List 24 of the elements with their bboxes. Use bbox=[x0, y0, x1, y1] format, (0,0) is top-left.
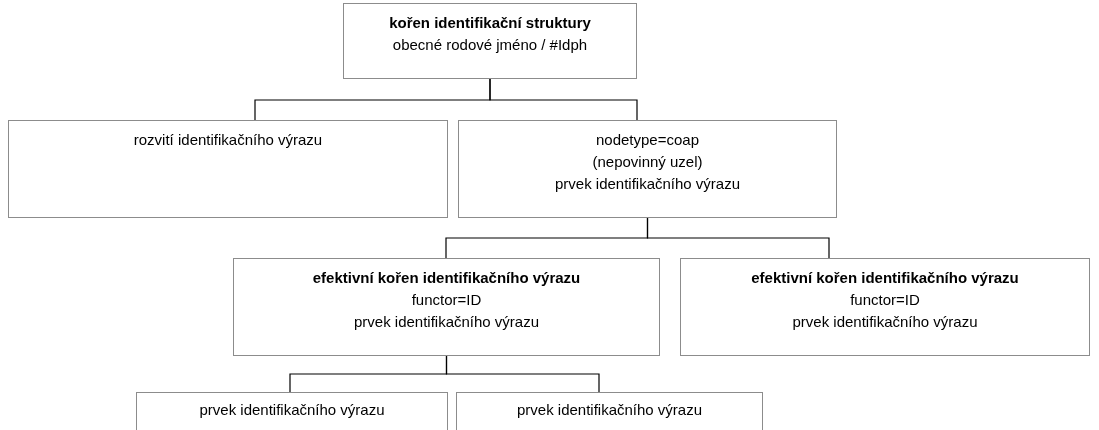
node-text: prvek identifikačního výrazu bbox=[553, 174, 742, 194]
node-text: prvek identifikačního výrazu bbox=[791, 312, 979, 332]
tree-node-box bbox=[8, 120, 448, 218]
tree-node-box bbox=[680, 258, 1090, 356]
node-heading: efektivní kořen identifikačního výrazu bbox=[311, 268, 582, 288]
node-text: obecné rodové jméno / #Idph bbox=[391, 35, 589, 55]
node-text: rozvití identifikačního výrazu bbox=[132, 130, 324, 150]
node-text: functor=ID bbox=[849, 290, 921, 310]
node-text: prvek identifikačního výrazu bbox=[198, 400, 386, 420]
tree-node-box bbox=[458, 120, 837, 218]
tree-connector bbox=[489, 78, 638, 121]
node-text: nodetype=coap bbox=[595, 130, 700, 150]
node-text: functor=ID bbox=[410, 290, 483, 310]
node-text: prvek identifikačního výrazu bbox=[352, 312, 541, 332]
tree-node-box bbox=[343, 3, 637, 79]
tree-node-box bbox=[233, 258, 660, 356]
node-text: prvek identifikačního výrazu bbox=[515, 400, 704, 420]
tree-connector bbox=[445, 355, 600, 393]
tree-node-box bbox=[136, 392, 448, 430]
tree-connector bbox=[646, 217, 830, 259]
node-heading: efektivní kořen identifikačního výrazu bbox=[750, 268, 1020, 288]
node-heading: kořen identifikační struktury bbox=[388, 13, 592, 33]
tree-node-box bbox=[456, 392, 763, 430]
node-text: (nepovinný uzel) bbox=[591, 152, 704, 172]
